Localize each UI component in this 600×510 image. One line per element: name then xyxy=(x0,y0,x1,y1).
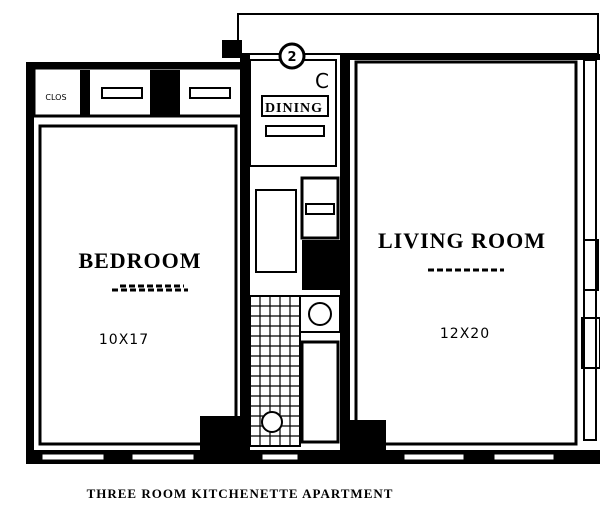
corridor-wall-block xyxy=(222,40,242,58)
bathtub-icon xyxy=(300,340,340,444)
dining-table xyxy=(261,95,329,117)
closet-divider-2 xyxy=(150,70,180,116)
wall-left xyxy=(26,62,34,462)
bathroom-tile-floor xyxy=(249,295,301,447)
toilet-icon xyxy=(261,411,283,433)
wall-center-left xyxy=(240,54,250,454)
closet-label: CLOS xyxy=(45,93,66,102)
side-cabinet xyxy=(581,317,600,369)
closet-strip xyxy=(32,66,246,118)
closet-shelf-1 xyxy=(101,87,143,99)
kitchen-shelf xyxy=(305,203,335,215)
living-room-dimensions: 12X20 xyxy=(440,326,490,342)
living-corner-block xyxy=(340,420,386,454)
unit-marker-number: 2 xyxy=(287,50,296,65)
wall-top-left xyxy=(28,62,246,68)
stair-letter: C xyxy=(315,69,329,93)
bedroom-dimensions: 10X17 xyxy=(99,332,149,348)
unit-marker-circle xyxy=(278,42,306,70)
closet-divider-1 xyxy=(80,70,90,116)
bedroom-corner-block xyxy=(200,416,240,452)
sink-icon xyxy=(308,302,332,326)
windows xyxy=(41,453,555,461)
wall-top-right xyxy=(350,54,600,60)
dining-bench xyxy=(265,125,325,137)
kitchen-appliance xyxy=(302,240,340,290)
side-radiator xyxy=(583,239,599,291)
bathroom-sink-box xyxy=(299,295,341,333)
dining-label: DINING xyxy=(265,101,323,116)
bedroom-label: BEDROOM xyxy=(78,248,201,273)
label-underlines xyxy=(112,268,504,292)
living-room-side-wall xyxy=(583,59,597,441)
wall-center-right xyxy=(340,54,350,454)
closet-shelf-2 xyxy=(189,87,231,99)
kitchen-cabinet xyxy=(300,176,340,240)
plan-caption: THREE ROOM KITCHENETTE APARTMENT xyxy=(87,486,394,501)
bedroom-outline xyxy=(38,124,238,446)
kitchen-counter xyxy=(255,189,297,273)
living-room-outline xyxy=(354,60,578,446)
living-room-label: LIVING ROOM xyxy=(378,228,546,253)
